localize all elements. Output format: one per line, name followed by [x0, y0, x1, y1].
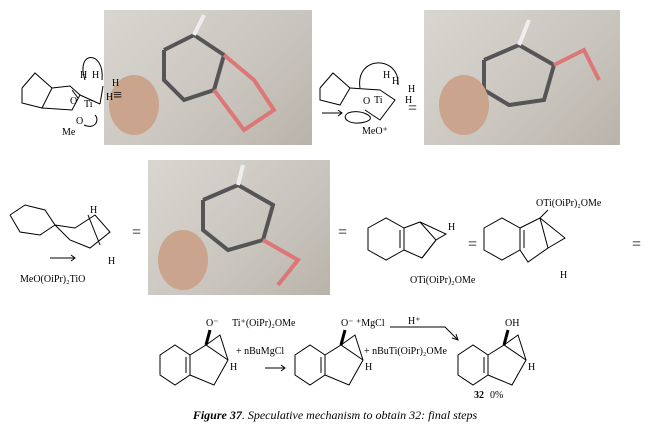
molecular-model-photo-2: [424, 10, 620, 145]
caption-text: . Speculative mechanism to obtain 32: fi…: [241, 408, 478, 422]
atom-label: H: [90, 205, 98, 216]
reagent-label: H⁺: [408, 316, 421, 327]
atom-label: H: [112, 78, 120, 89]
yield-label: 0%: [490, 390, 504, 401]
atom-label: H: [560, 270, 568, 281]
atom-label: O: [363, 96, 371, 107]
atom-label: H: [528, 362, 536, 373]
equals-symbol: =: [338, 224, 348, 241]
molecular-model-photo-1: [104, 10, 312, 145]
structure-row3-s3: [457, 329, 527, 386]
atom-label: H: [383, 70, 391, 81]
atom-label: H: [365, 362, 373, 373]
atom-label: H: [80, 70, 88, 81]
atom-label: O: [76, 116, 84, 127]
compound-number: 32: [474, 390, 484, 401]
structure-row3-s2: [294, 329, 364, 386]
atom-label: O⁻ ⁺MgCl: [341, 318, 385, 329]
structure-row1-left: [21, 57, 104, 127]
atom-label: MeO⁺: [362, 126, 388, 137]
structure-row2-c: [483, 209, 566, 263]
figure-caption: Figure 37. Speculative mechanism to obta…: [0, 408, 670, 423]
molecular-model-photo-3: [148, 160, 330, 295]
atom-label: Me: [62, 127, 76, 138]
atom-label: H: [92, 70, 100, 81]
substituent-label: OTi(OiPr)₂OMe: [410, 275, 476, 286]
atom-label: H: [106, 92, 114, 103]
equals-symbol: =: [468, 236, 478, 253]
substituent-label: MeO(OiPr)₂TiO: [20, 274, 86, 285]
structure-row2-b: [367, 217, 448, 261]
atom-label: O⁻: [206, 318, 219, 329]
structure-row3-s1: [159, 329, 229, 386]
atom-label: H: [108, 256, 116, 267]
equals-symbol: =: [132, 224, 142, 241]
equivalence-symbol: ≡: [113, 87, 123, 104]
substituent-label: Ti⁺(OiPr)₂OMe: [232, 318, 296, 329]
atom-label: H: [408, 84, 416, 95]
byproduct-label: + nBuTi(OiPr)₂OMe: [364, 346, 447, 357]
atom-label: H: [230, 362, 238, 373]
atom-label: Ti: [84, 99, 93, 110]
atom-label: Ti: [374, 95, 383, 106]
structure-row2-left: [9, 204, 111, 262]
atom-label: H: [392, 76, 400, 87]
substituent-label: OTi(OiPr)₂OMe: [536, 198, 602, 209]
equals-symbol: =: [408, 100, 418, 117]
reagent-label: + nBuMgCl: [236, 346, 285, 357]
structure-row1-mid: [319, 62, 399, 124]
atom-label: H: [405, 95, 413, 106]
atom-label: O: [70, 96, 78, 107]
equals-symbol: =: [632, 236, 642, 253]
caption-label: Figure 37: [192, 408, 242, 422]
atom-label: H: [448, 222, 456, 233]
atom-label: OH: [505, 318, 520, 329]
